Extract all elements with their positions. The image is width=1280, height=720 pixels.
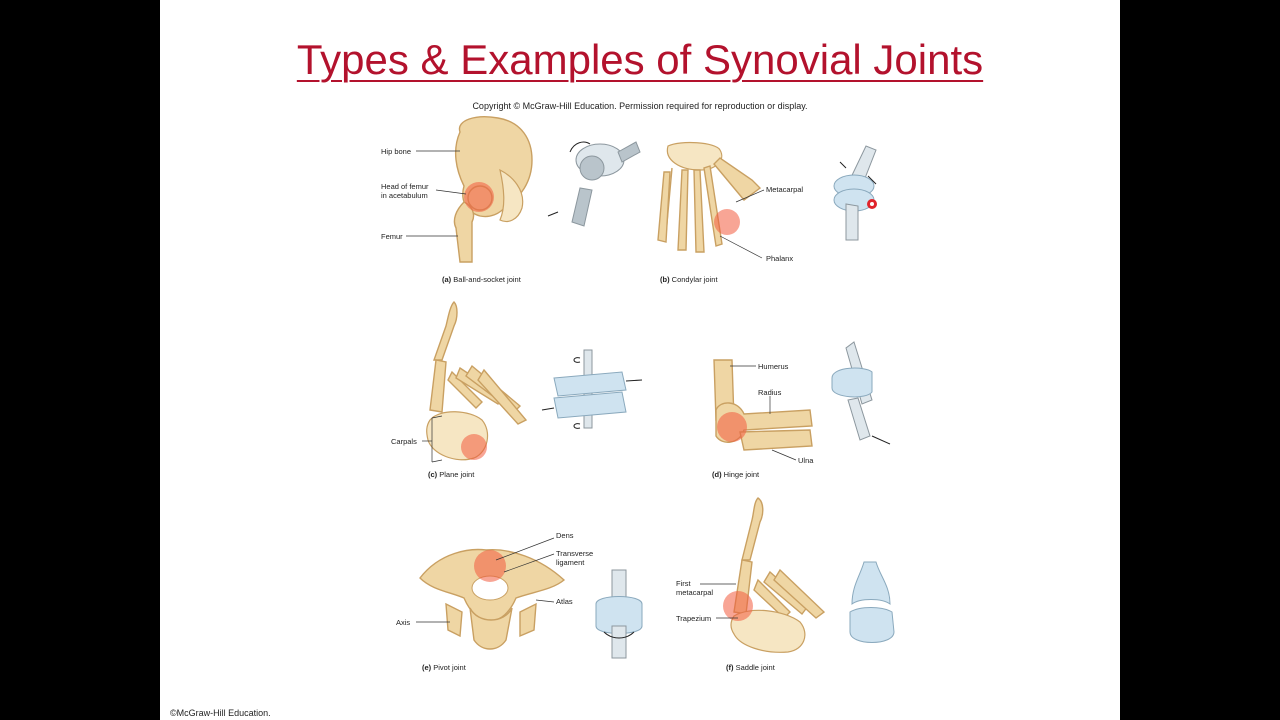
- label-ligament: ligament: [556, 558, 585, 567]
- label-femur: Femur: [381, 232, 403, 241]
- panel-plane: Carpals (c) Plane joint: [391, 302, 642, 479]
- caption-e: (e) Pivot joint: [422, 663, 467, 672]
- caption-c-letter: (c): [428, 470, 438, 479]
- caption-b: (b) Condylar joint: [660, 275, 718, 284]
- label-dens: Dens: [556, 531, 574, 540]
- panel-pivot: Dens Transverse ligament Atlas Axis (e) …: [396, 531, 642, 672]
- slide: Types & Examples of Synovial Joints Copy…: [160, 0, 1120, 720]
- atlas-axis-illustration: [420, 550, 564, 649]
- caption-a-text: Ball-and-socket joint: [453, 275, 521, 284]
- caption-b-letter: (b): [660, 275, 670, 284]
- caption-d-letter: (d): [712, 470, 722, 479]
- label-transverse: Transverse: [556, 549, 593, 558]
- panel-condylar: Metacarpal Phalanx (b) Condylar joint: [658, 143, 877, 284]
- label-humerus: Humerus: [758, 362, 789, 371]
- caption-f-text: Saddle joint: [736, 663, 776, 672]
- wrist-illustration: [427, 302, 526, 460]
- condylar-model: [834, 146, 877, 240]
- saddle-model: [850, 562, 894, 643]
- caption-c-text: Plane joint: [439, 470, 475, 479]
- panel-ball-and-socket: Hip bone Head of femur in acetabulum Fem…: [381, 117, 640, 284]
- thumb-illustration: [723, 498, 824, 652]
- hinge-model: [832, 342, 890, 444]
- panel-hinge: Humerus Radius Ulna (d) Hinge joint: [712, 342, 890, 479]
- label-first: First: [676, 579, 691, 588]
- hip-illustration: [454, 117, 532, 262]
- label-in-acetabulum: in acetabulum: [381, 191, 428, 200]
- label-ulna: Ulna: [798, 456, 814, 465]
- caption-d-text: Hinge joint: [724, 470, 760, 479]
- pivot-model: [596, 570, 642, 658]
- label-metacarpal-f: metacarpal: [676, 588, 713, 597]
- label-atlas: Atlas: [556, 597, 573, 606]
- caption-f: (f) Saddle joint: [726, 663, 776, 672]
- caption-a: (a) Ball-and-socket joint: [442, 275, 522, 284]
- plane-model: [542, 350, 642, 428]
- label-hip-bone: Hip bone: [381, 147, 411, 156]
- caption-b-text: Condylar joint: [672, 275, 719, 284]
- caption-c: (c) Plane joint: [428, 470, 475, 479]
- panel-saddle: First metacarpal Trapezium (f) Saddle jo…: [676, 498, 894, 672]
- label-phalanx: Phalanx: [766, 254, 793, 263]
- label-head-of-femur: Head of femur: [381, 182, 429, 191]
- label-metacarpal: Metacarpal: [766, 185, 803, 194]
- label-trapezium: Trapezium: [676, 614, 711, 623]
- label-axis: Axis: [396, 618, 410, 627]
- hand-illustration: [658, 143, 760, 252]
- caption-f-letter: (f): [726, 663, 734, 672]
- footer-copyright: ©McGraw-Hill Education.: [170, 708, 271, 718]
- caption-a-letter: (a): [442, 275, 452, 284]
- caption-e-text: Pivot joint: [433, 663, 466, 672]
- synovial-joints-figure: Hip bone Head of femur in acetabulum Fem…: [160, 0, 1120, 720]
- label-carpals: Carpals: [391, 437, 417, 446]
- caption-d: (d) Hinge joint: [712, 470, 760, 479]
- elbow-illustration: [714, 360, 812, 450]
- label-radius: Radius: [758, 388, 782, 397]
- caption-e-letter: (e): [422, 663, 432, 672]
- ball-socket-model: [548, 142, 640, 226]
